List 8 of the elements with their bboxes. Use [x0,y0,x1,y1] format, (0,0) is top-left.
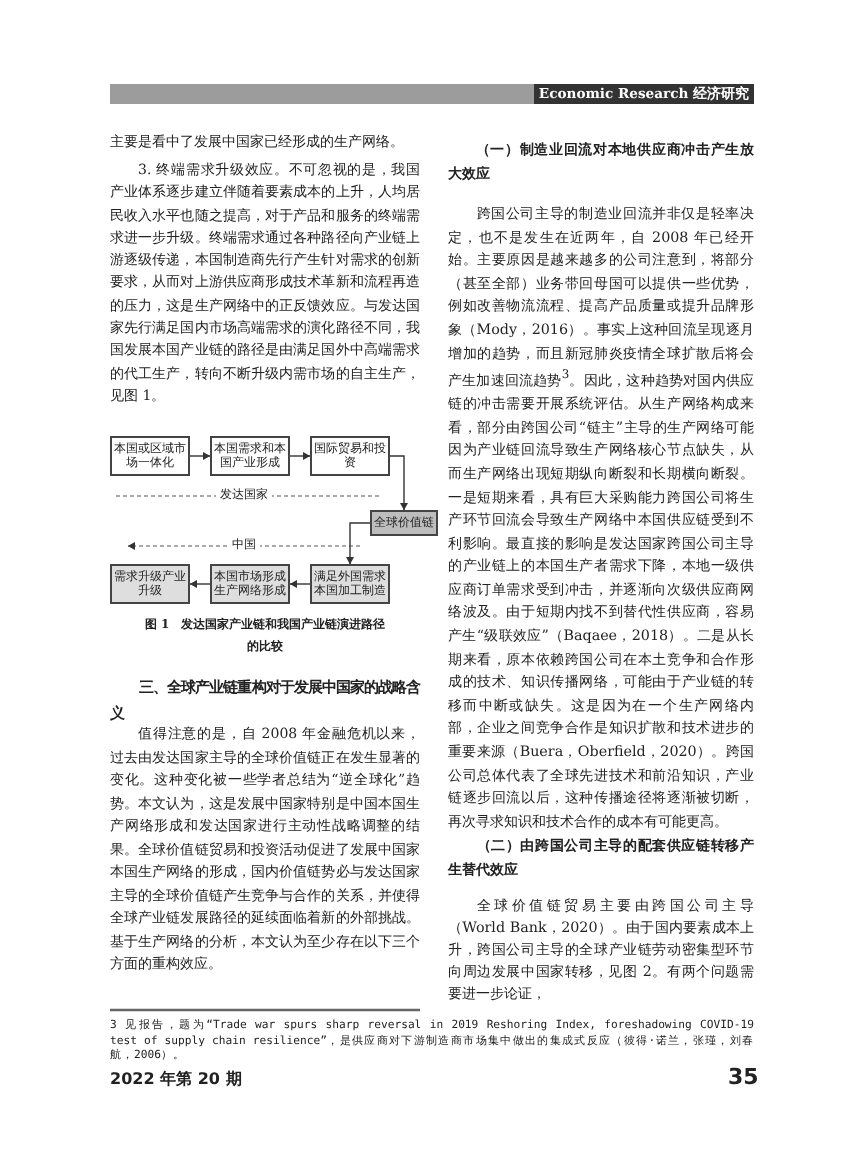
page-number: 35 [728,1064,759,1092]
arrow [289,580,311,588]
arrow [346,522,371,565]
arrow [389,455,408,511]
arrow [189,580,211,588]
arrow [189,452,211,460]
issue-label: 2022 年第 20 期 [110,1068,242,1092]
arrow [289,452,311,460]
